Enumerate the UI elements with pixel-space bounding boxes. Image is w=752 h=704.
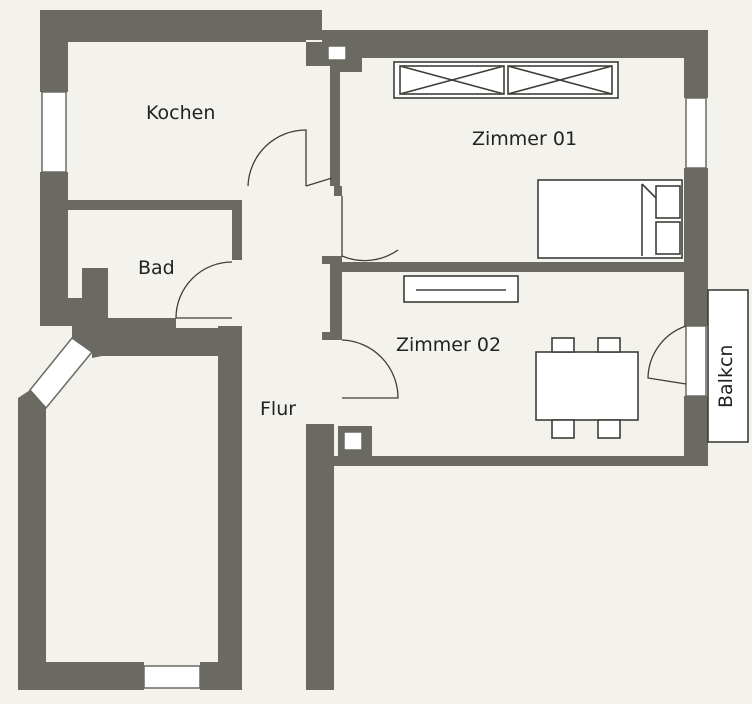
wall-hall-east-block [322, 450, 334, 464]
chair-bottom-right [597, 419, 621, 439]
wall-hall-west [218, 326, 242, 690]
wall-kitchen-bath [66, 200, 242, 210]
wall-east-top [684, 30, 708, 98]
label-room01: Zimmer 01 [472, 128, 577, 150]
wall-storage-top [92, 328, 242, 358]
chair-bottom-left [551, 419, 575, 439]
door-bath [175, 261, 233, 319]
wall-north-room01 [306, 30, 708, 72]
bed-pillow-bottom [655, 221, 681, 255]
wall-kitchen-hall [330, 66, 340, 186]
wall-south-left [18, 662, 144, 690]
window-kitchen [41, 91, 67, 173]
doors [175, 129, 687, 399]
door-room01 [341, 196, 399, 262]
door-room02 [341, 339, 399, 399]
chair-top-right [597, 337, 621, 353]
wall-east-low [684, 396, 708, 464]
windows [29, 91, 707, 689]
label-room02: Zimmer 02 [396, 334, 501, 356]
label-kitchen: Kochen [146, 102, 215, 124]
window-room02 [685, 325, 707, 397]
wall-north-kitchen-top [40, 10, 322, 40]
label-hallway: Flur [260, 398, 296, 420]
wall-diagonal-west [18, 390, 46, 662]
wall-bath-hall [232, 206, 242, 260]
balcony-outline [707, 289, 749, 443]
wall-hall-east-lower [306, 424, 334, 690]
bed-blanket-fold [641, 183, 657, 199]
wall-west-kitchen [40, 10, 68, 92]
label-bath: Bad [138, 257, 175, 279]
wall-hall-east-mid [322, 256, 342, 340]
window-room01 [685, 97, 707, 169]
wall-room01-room02 [336, 262, 686, 272]
wall-west-kitchen-lower [40, 172, 68, 300]
door-balcony [647, 325, 687, 385]
door-kitchen-leaf [305, 177, 333, 187]
wardrobe-cross-4 [507, 65, 613, 95]
wall-bath-jog [40, 268, 108, 352]
furniture [393, 61, 683, 439]
window-south [143, 665, 201, 689]
shaft-bottom-inner [343, 431, 363, 451]
walls [18, 10, 708, 690]
wall-south-room02 [334, 456, 708, 466]
bed-pillow-top [655, 185, 681, 219]
door-kitchen [247, 129, 307, 187]
wall-bath-south [100, 318, 176, 328]
shaft-top-inner [327, 45, 347, 61]
wall-east-mid [684, 168, 708, 326]
wall-room01-hall [334, 186, 342, 196]
room-labels: Kochen Zimmer 01 Bad Zimmer 02 Flur Balk… [138, 102, 737, 420]
wardrobe-cross-2 [399, 65, 505, 95]
sideboard [403, 275, 519, 303]
dining-table [535, 351, 639, 421]
window-diagonal [29, 336, 94, 410]
label-balcony: Balkcn [715, 345, 737, 408]
chair-top-left [551, 337, 575, 353]
